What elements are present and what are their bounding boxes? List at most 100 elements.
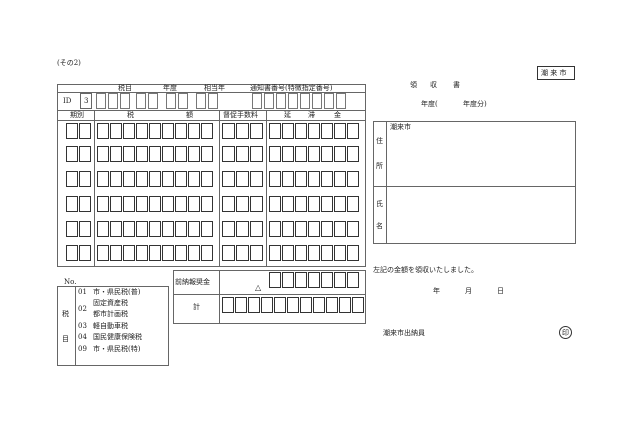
digit-box[interactable] — [334, 171, 346, 187]
digit-box[interactable] — [347, 272, 359, 288]
digit-box[interactable] — [261, 297, 273, 313]
digit-box[interactable] — [222, 245, 235, 261]
digit-box[interactable] — [162, 196, 174, 212]
digit-box[interactable] — [295, 196, 307, 212]
digit-box[interactable] — [347, 171, 359, 187]
digit-box[interactable] — [149, 221, 161, 237]
digit-box[interactable] — [308, 272, 320, 288]
digit-box[interactable] — [250, 196, 263, 212]
digit-box[interactable] — [352, 297, 364, 313]
digit-box[interactable] — [321, 221, 333, 237]
digit-box[interactable] — [287, 297, 299, 313]
digit-box[interactable] — [110, 221, 122, 237]
digit-box[interactable] — [222, 123, 235, 139]
digit-box[interactable] — [149, 245, 161, 261]
digit-box[interactable] — [136, 171, 148, 187]
digit-box[interactable] — [188, 221, 200, 237]
digit-box[interactable] — [222, 196, 235, 212]
digit-box[interactable] — [308, 196, 320, 212]
digit-box[interactable] — [282, 245, 294, 261]
digit-box[interactable] — [236, 123, 249, 139]
digit-box[interactable] — [222, 171, 235, 187]
digit-box[interactable] — [282, 146, 294, 162]
digit-box[interactable] — [66, 245, 78, 261]
digit-box[interactable] — [162, 245, 174, 261]
digit-box[interactable] — [300, 297, 312, 313]
digit-box[interactable] — [282, 221, 294, 237]
digit-box[interactable] — [326, 297, 338, 313]
digit-box[interactable] — [162, 171, 174, 187]
digit-box[interactable] — [282, 272, 294, 288]
digit-box[interactable] — [236, 171, 249, 187]
digit-box[interactable] — [136, 245, 148, 261]
digit-box[interactable] — [347, 196, 359, 212]
digit-box[interactable] — [175, 146, 187, 162]
digit-box[interactable] — [295, 171, 307, 187]
digit-box[interactable] — [308, 221, 320, 237]
digit-box[interactable] — [321, 272, 333, 288]
digit-box[interactable] — [175, 123, 187, 139]
digit-box[interactable] — [201, 123, 213, 139]
digit-box[interactable] — [162, 123, 174, 139]
digit-box[interactable] — [236, 196, 249, 212]
digit-box[interactable] — [110, 146, 122, 162]
digit-box[interactable] — [295, 245, 307, 261]
digit-box[interactable] — [269, 272, 281, 288]
digit-box[interactable] — [347, 221, 359, 237]
digit-box[interactable] — [97, 146, 109, 162]
digit-box[interactable] — [110, 196, 122, 212]
digit-box[interactable] — [175, 245, 187, 261]
digit-box[interactable] — [97, 123, 109, 139]
digit-box[interactable] — [79, 123, 91, 139]
digit-box[interactable] — [201, 221, 213, 237]
digit-box[interactable] — [136, 146, 148, 162]
digit-box[interactable] — [334, 146, 346, 162]
digit-box[interactable] — [175, 171, 187, 187]
digit-box[interactable] — [236, 221, 249, 237]
digit-box[interactable] — [175, 221, 187, 237]
digit-box[interactable] — [188, 171, 200, 187]
digit-box[interactable] — [236, 245, 249, 261]
digit-box[interactable] — [79, 245, 91, 261]
digit-box[interactable] — [123, 146, 135, 162]
digit-box[interactable] — [321, 196, 333, 212]
digit-box[interactable] — [149, 171, 161, 187]
digit-box[interactable] — [295, 146, 307, 162]
digit-box[interactable] — [123, 196, 135, 212]
digit-box[interactable] — [222, 221, 235, 237]
digit-box[interactable] — [269, 221, 281, 237]
digit-box[interactable] — [110, 171, 122, 187]
digit-box[interactable] — [334, 123, 346, 139]
digit-box[interactable] — [110, 123, 122, 139]
digit-box[interactable] — [334, 272, 346, 288]
digit-box[interactable] — [269, 123, 281, 139]
digit-box[interactable] — [347, 146, 359, 162]
digit-box[interactable] — [188, 245, 200, 261]
digit-box[interactable] — [339, 297, 351, 313]
digit-box[interactable] — [162, 221, 174, 237]
digit-box[interactable] — [222, 146, 235, 162]
digit-box[interactable] — [79, 221, 91, 237]
digit-box[interactable] — [282, 123, 294, 139]
digit-box[interactable] — [347, 123, 359, 139]
digit-box[interactable] — [188, 123, 200, 139]
digit-box[interactable] — [66, 123, 78, 139]
digit-box[interactable] — [274, 297, 286, 313]
digit-box[interactable] — [269, 171, 281, 187]
digit-box[interactable] — [295, 123, 307, 139]
digit-box[interactable] — [162, 146, 174, 162]
digit-box[interactable] — [334, 245, 346, 261]
digit-box[interactable] — [123, 123, 135, 139]
digit-box[interactable] — [308, 146, 320, 162]
digit-box[interactable] — [321, 245, 333, 261]
digit-box[interactable] — [136, 221, 148, 237]
digit-box[interactable] — [123, 245, 135, 261]
digit-box[interactable] — [79, 171, 91, 187]
digit-box[interactable] — [321, 123, 333, 139]
digit-box[interactable] — [149, 146, 161, 162]
digit-box[interactable] — [188, 146, 200, 162]
digit-box[interactable] — [321, 171, 333, 187]
digit-box[interactable] — [250, 123, 263, 139]
digit-box[interactable] — [250, 171, 263, 187]
digit-box[interactable] — [248, 297, 260, 313]
